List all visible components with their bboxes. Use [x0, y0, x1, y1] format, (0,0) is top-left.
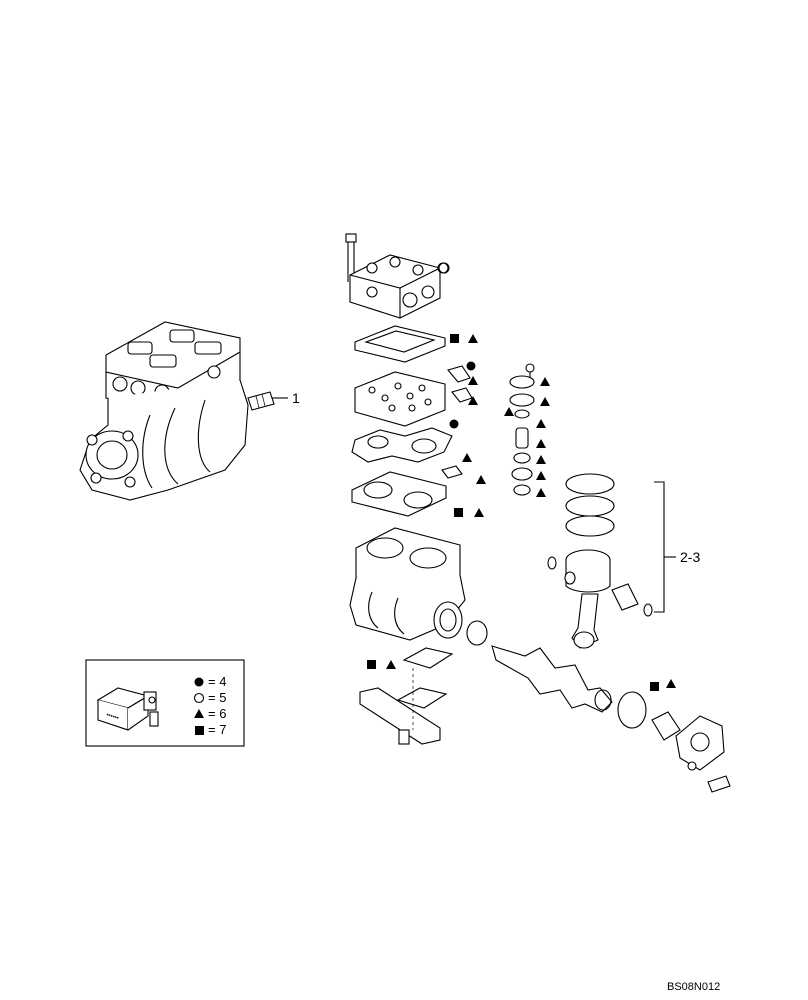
legend-item-6: = 6	[208, 706, 226, 721]
legend-circle-open-icon	[193, 692, 205, 704]
svg-text:▪▪▪▪▪▪: ▪▪▪▪▪▪	[105, 712, 119, 722]
repair-kit-icon: ▪▪▪▪▪▪	[96, 687, 159, 731]
legend-square-icon	[195, 726, 204, 735]
air-compressor-icon	[79, 321, 288, 501]
legend-item-5: = 5	[208, 690, 226, 705]
legend-item-4: = 4	[208, 674, 226, 689]
legend-item-7: = 7	[208, 722, 226, 737]
legend-triangle-icon	[194, 709, 204, 718]
exploded-parts-icon	[345, 233, 731, 793]
legend-circle-filled-icon	[194, 677, 204, 687]
drawing-code: BS08N012	[667, 981, 720, 993]
callout-item-1: 1	[292, 390, 300, 406]
callout-item-2-3: 2-3	[680, 549, 700, 565]
kit-markers	[367, 262, 676, 691]
